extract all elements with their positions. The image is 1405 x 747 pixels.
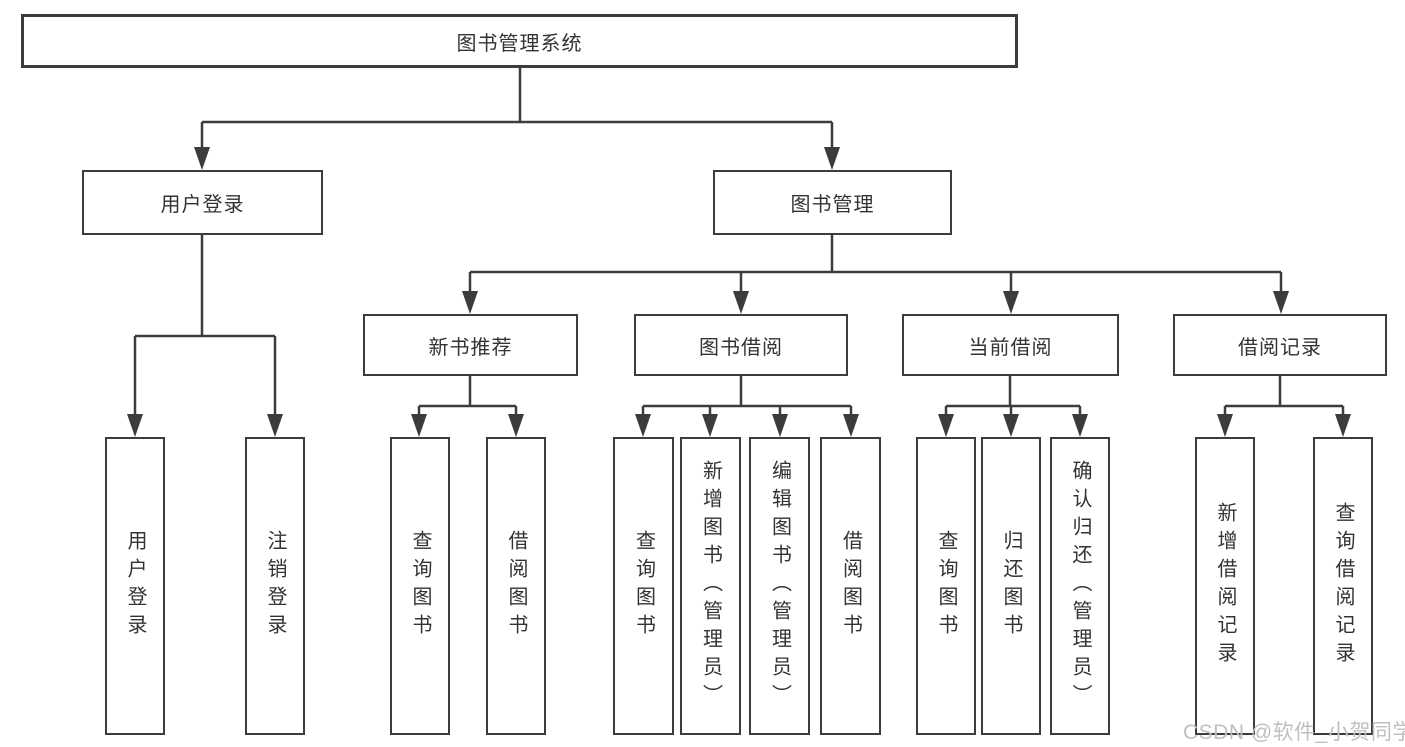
node-confirm-return-admin: 确认归还（管理员） bbox=[1050, 437, 1110, 735]
node-confirm-return-admin-label: 确认归还（管理员） bbox=[1069, 460, 1091, 712]
node-login: 用户登录 bbox=[105, 437, 165, 735]
node-login-label: 用户登录 bbox=[124, 530, 146, 642]
node-current-borrow-label: 当前借阅 bbox=[968, 336, 1053, 359]
node-user-login-label: 用户登录 bbox=[160, 194, 245, 216]
node-borrow-records: 借阅记录 bbox=[1173, 314, 1387, 376]
node-borrow-books-borrow-label: 借阅图书 bbox=[839, 530, 862, 642]
node-query-books-current-label: 查询图书 bbox=[935, 530, 957, 642]
node-borrow-books-recommend-label: 借阅图书 bbox=[505, 530, 527, 642]
node-add-borrow-record: 新增借阅记录 bbox=[1195, 437, 1255, 735]
node-add-book-admin-label: 新增图书（管理员） bbox=[699, 460, 722, 712]
node-book-borrow: 图书借阅 bbox=[634, 314, 848, 376]
node-logout-label: 注销登录 bbox=[264, 530, 286, 642]
node-add-book-admin: 新增图书（管理员） bbox=[680, 437, 741, 735]
node-query-books-recommend: 查询图书 bbox=[390, 437, 450, 735]
node-return-book-label: 归还图书 bbox=[1000, 530, 1022, 642]
node-new-book-recommend: 新书推荐 bbox=[363, 314, 578, 376]
watermark: CSDN @软件_小贺同学 bbox=[1183, 721, 1405, 744]
node-edit-book-admin-label: 编辑图书（管理员） bbox=[768, 460, 791, 712]
node-edit-book-admin: 编辑图书（管理员） bbox=[749, 437, 810, 735]
node-new-book-recommend-label: 新书推荐 bbox=[428, 336, 513, 359]
node-current-borrow: 当前借阅 bbox=[902, 314, 1119, 376]
node-query-borrow-record: 查询借阅记录 bbox=[1313, 437, 1373, 735]
node-query-books-borrow-label: 查询图书 bbox=[632, 530, 655, 642]
node-root-label: 图书管理系统 bbox=[456, 32, 583, 55]
node-book-borrow-label: 图书借阅 bbox=[699, 336, 783, 359]
node-query-books-current: 查询图书 bbox=[916, 437, 976, 735]
node-add-borrow-record-label: 新增借阅记录 bbox=[1214, 502, 1236, 670]
arrowheads bbox=[127, 147, 1351, 437]
node-query-books-borrow: 查询图书 bbox=[613, 437, 674, 735]
node-book-management-label: 图书管理 bbox=[790, 194, 875, 216]
node-query-books-recommend-label: 查询图书 bbox=[409, 530, 431, 642]
node-borrow-books-recommend: 借阅图书 bbox=[486, 437, 546, 735]
node-root: 图书管理系统 bbox=[21, 14, 1018, 68]
node-user-login: 用户登录 bbox=[82, 170, 323, 235]
node-book-management: 图书管理 bbox=[713, 170, 952, 235]
node-query-borrow-record-label: 查询借阅记录 bbox=[1332, 502, 1354, 670]
node-return-book: 归还图书 bbox=[981, 437, 1041, 735]
node-borrow-records-label: 借阅记录 bbox=[1238, 336, 1322, 359]
node-borrow-books-borrow: 借阅图书 bbox=[820, 437, 881, 735]
node-logout: 注销登录 bbox=[245, 437, 305, 735]
